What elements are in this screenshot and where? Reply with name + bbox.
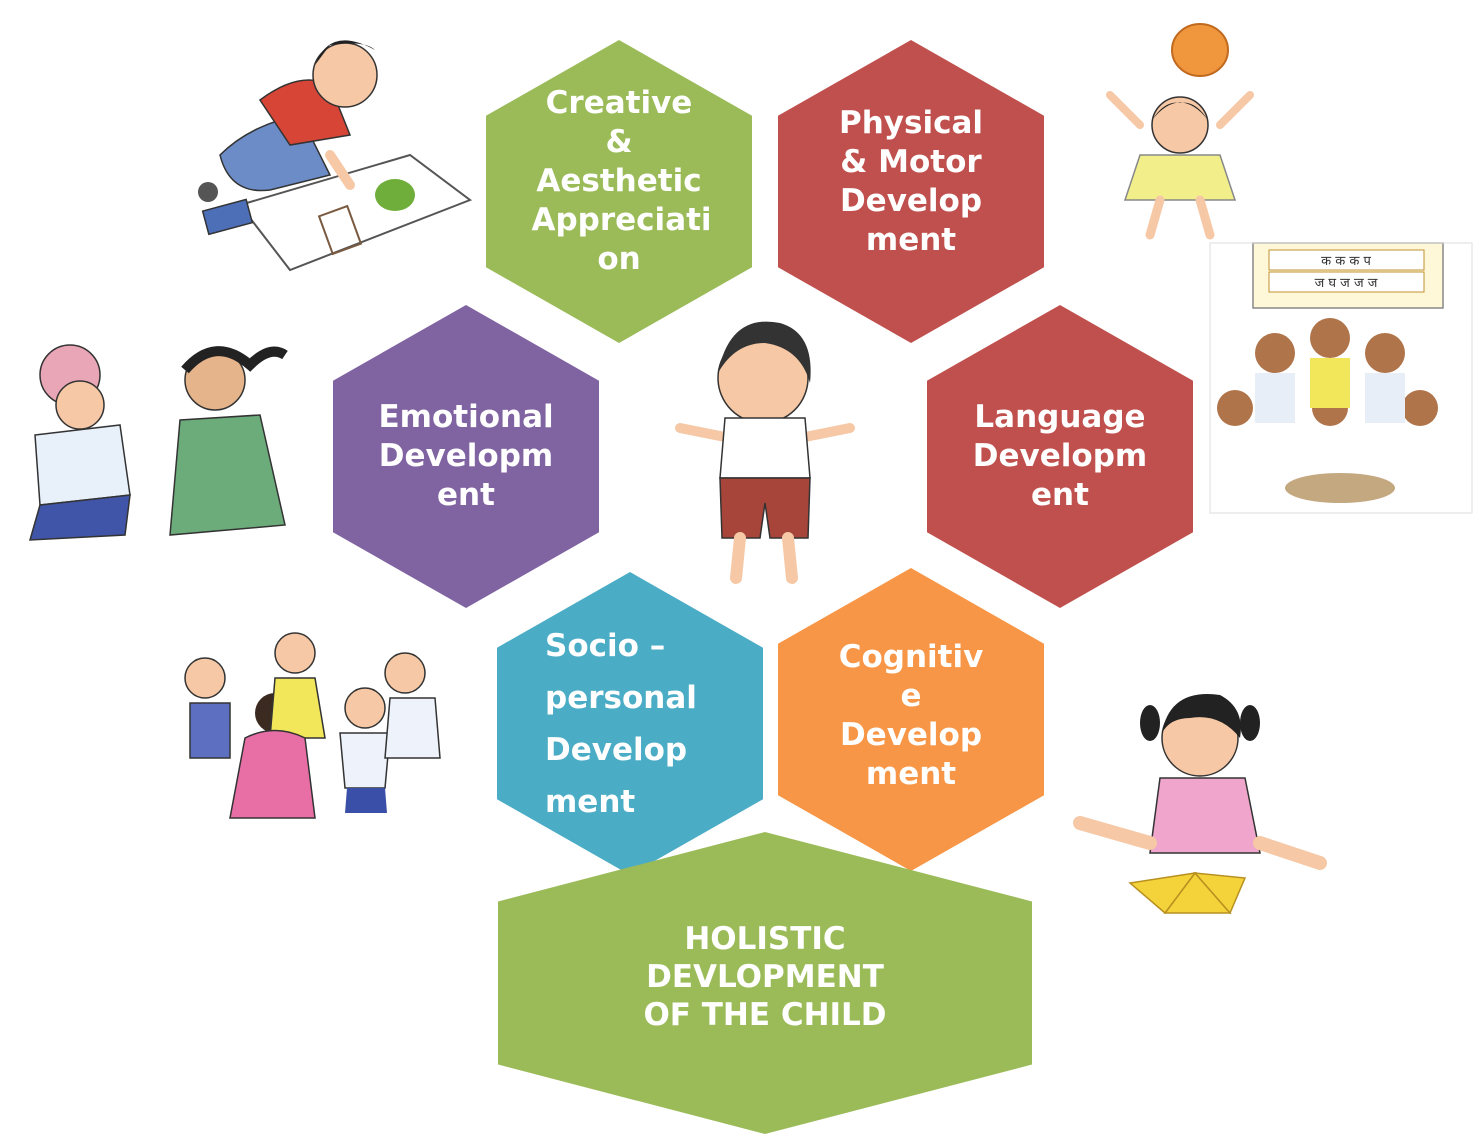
physical-motor-development-label: Physical & Motor Develop ment (839, 104, 983, 258)
chart-text-row1: क क क प (1321, 254, 1371, 269)
girl-with-puzzle-illustration (1073, 694, 1327, 915)
child-painting-illustration (198, 40, 473, 272)
creative-aesthetic-appreciation-label: Creative & Aesthetic Appreciati on (531, 85, 712, 277)
cognitive-development-label: Cognitiv e Develop ment (838, 638, 984, 792)
creative-aesthetic-appreciation-hexagon: Creative & Aesthetic Appreciati on (486, 40, 752, 343)
holistic-development-label: HOLISTIC DEVLOPMENT OF THE CHILD (643, 921, 887, 1033)
emotional-development-label: Emotional Developm ent (378, 399, 554, 513)
emotional-development-hexagon: Emotional Developm ent (333, 305, 599, 608)
child-with-ball-illustration (1106, 23, 1254, 240)
socio-personal-development-hexagon: Socio – personal Develop ment (497, 572, 763, 875)
socio-personal-development-label: Socio – personal Develop ment (545, 627, 697, 820)
cognitive-development-hexagon: Cognitiv e Develop ment (778, 568, 1044, 871)
standing-boy-illustration (675, 321, 855, 584)
language-development-label: Language Developm ent (972, 399, 1148, 513)
language-development-hexagon: Language Developm ent (927, 305, 1193, 608)
holistic-development-hexagon: HOLISTIC DEVLOPMENT OF THE CHILD (498, 832, 1032, 1134)
chart-text-row2: ज घ ज ज ज (1315, 276, 1378, 291)
children-playing-circle-illustration (184, 632, 441, 819)
children-group-with-chart-illustration: क क क प ज घ ज ज ज (1209, 242, 1473, 514)
two-children-talking-illustration (28, 344, 288, 541)
physical-motor-development-hexagon: Physical & Motor Develop ment (778, 40, 1044, 343)
